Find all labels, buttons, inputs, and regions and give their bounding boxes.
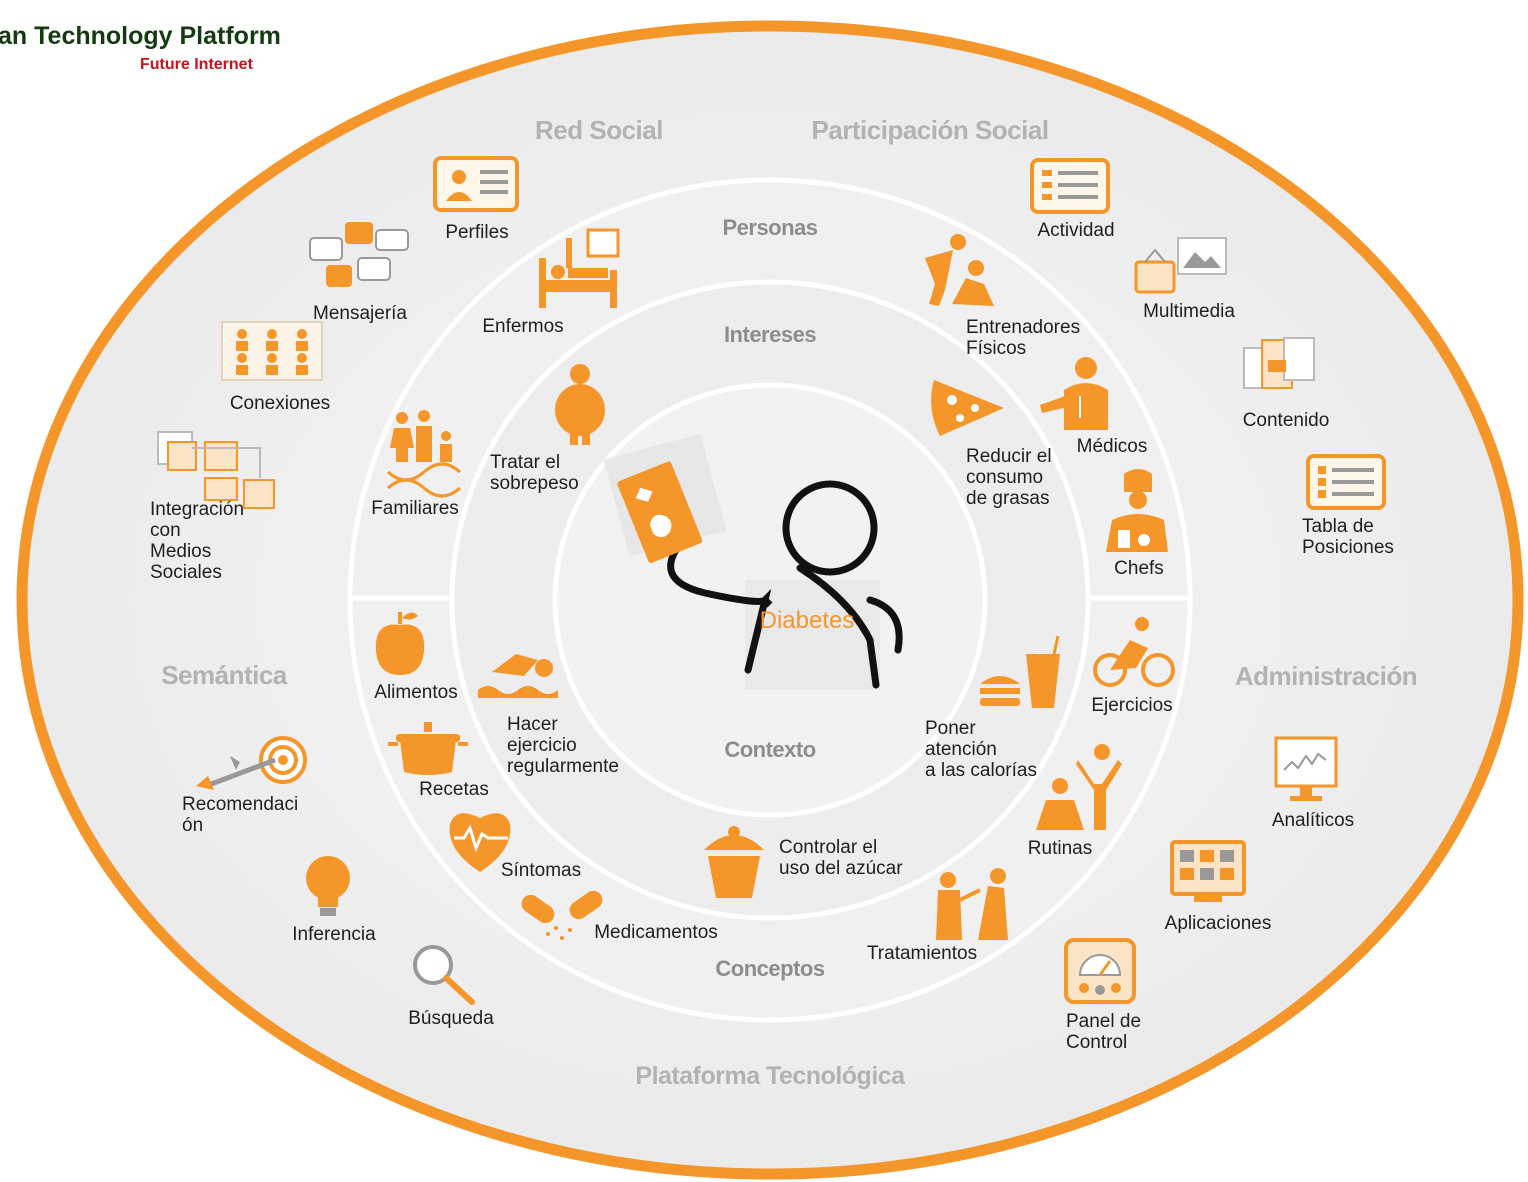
label-calorias-2: atención xyxy=(925,739,997,760)
yoga-figures-icon xyxy=(1036,744,1122,830)
burger-drink-icon xyxy=(980,635,1060,708)
leaderboard-icon xyxy=(1306,454,1386,510)
label-azucar-1: Controlar el xyxy=(779,837,877,858)
ring-label-conceptos: Conceptos xyxy=(715,956,824,981)
section-semantica: Semántica xyxy=(161,660,288,690)
label-rutinas: Rutinas xyxy=(1028,838,1092,859)
profile-card-icon xyxy=(433,156,519,212)
section-participacion-social: Participación Social xyxy=(811,115,1048,145)
label-sintomas: Síntomas xyxy=(501,860,581,881)
label-calorias-3: a las calorías xyxy=(925,760,1037,781)
label-medicamentos: Medicamentos xyxy=(594,922,718,943)
label-calorias-1: Poner xyxy=(925,718,976,739)
label-sobrepeso-2: sobrepeso xyxy=(490,473,579,494)
apps-screen-icon xyxy=(1170,840,1246,902)
magnifier-icon xyxy=(413,945,475,1005)
family-dna-icon xyxy=(387,410,461,498)
target-dart-icon xyxy=(196,736,307,790)
label-busqueda: Búsqueda xyxy=(408,1008,494,1029)
label-ejercicio-1: Hacer xyxy=(507,714,558,735)
label-grasas-2: consumo xyxy=(966,467,1043,488)
activity-list-icon xyxy=(1030,158,1110,214)
label-integracion-2: con xyxy=(150,520,181,541)
label-integracion-3: Medios xyxy=(150,541,211,562)
cooking-pot-icon xyxy=(388,722,468,775)
section-plataforma: Plataforma Tecnológica xyxy=(635,1062,906,1090)
label-recomendacion-2: ón xyxy=(182,815,203,836)
platform-subtitle: Future Internet xyxy=(140,56,254,73)
overweight-person-icon xyxy=(555,364,605,445)
ring-label-contexto: Contexto xyxy=(724,737,815,762)
label-integracion-4: Sociales xyxy=(150,562,222,583)
label-enfermos: Enfermos xyxy=(482,316,563,337)
pizza-slice-icon xyxy=(931,380,1004,436)
multimedia-icon xyxy=(1134,237,1227,294)
lightbulb-icon xyxy=(306,856,350,916)
label-panel-1: Panel de xyxy=(1066,1011,1141,1032)
platform-title: an Technology Platform xyxy=(0,22,281,50)
label-ejercicio-2: ejercicio xyxy=(507,735,577,756)
label-perfiles: Perfiles xyxy=(445,222,508,243)
ring-label-personas: Personas xyxy=(722,215,817,240)
dashboard-gauge-icon xyxy=(1064,938,1136,1004)
swimmer-icon xyxy=(478,654,558,698)
label-sobrepeso-1: Tratar el xyxy=(490,452,560,473)
label-recetas: Recetas xyxy=(419,779,489,800)
label-contenido: Contenido xyxy=(1243,410,1330,431)
nurse-treatment-icon xyxy=(936,868,1008,940)
diabetes-card-icon xyxy=(617,461,703,563)
label-familiares: Familiares xyxy=(371,498,459,519)
label-integracion-1: Integración xyxy=(150,499,244,520)
label-panel-2: Control xyxy=(1066,1032,1127,1053)
chat-bubbles-icon xyxy=(309,222,409,287)
label-alimentos: Alimentos xyxy=(374,682,457,703)
label-ejercicios: Ejercicios xyxy=(1091,695,1172,716)
analytics-monitor-icon xyxy=(1274,736,1338,801)
label-tabla-1: Tabla de xyxy=(1302,516,1374,537)
label-grasas-1: Reducir el xyxy=(966,446,1052,467)
label-conexiones: Conexiones xyxy=(230,393,330,414)
cupcake-icon xyxy=(704,826,764,898)
label-tabla-2: Posiciones xyxy=(1302,537,1394,558)
label-aplicaciones: Aplicaciones xyxy=(1165,913,1272,934)
label-analiticos: Analíticos xyxy=(1272,810,1354,831)
label-chefs: Chefs xyxy=(1114,558,1164,579)
center-person-figure xyxy=(603,433,903,690)
label-multimedia: Multimedia xyxy=(1143,301,1235,322)
label-tratamientos: Tratamientos xyxy=(867,943,977,964)
label-grasas-3: de grasas xyxy=(966,488,1049,509)
chef-icon xyxy=(1106,469,1168,552)
section-administracion: Administración xyxy=(1235,661,1417,691)
people-network-icon xyxy=(221,321,323,381)
section-red-social: Red Social xyxy=(535,115,663,145)
label-mensajeria: Mensajería xyxy=(313,303,407,324)
apple-icon xyxy=(375,612,425,675)
social-media-icon xyxy=(157,431,275,509)
doctor-icon xyxy=(1040,357,1108,430)
label-ejercicio-3: regularmente xyxy=(507,756,619,777)
label-entrenadores-2: Físicos xyxy=(966,338,1026,359)
heart-pulse-icon xyxy=(449,813,511,872)
label-recomendacion-1: Recomendaci xyxy=(182,794,298,815)
pills-icon xyxy=(521,890,603,940)
hospital-bed-icon xyxy=(539,228,620,308)
cyclist-icon xyxy=(1093,617,1175,687)
label-azucar-2: uso del azúcar xyxy=(779,858,903,879)
ring-label-intereses: Intereses xyxy=(724,322,816,347)
label-entrenadores-1: Entrenadores xyxy=(966,317,1080,338)
label-medicos: Médicos xyxy=(1077,436,1148,457)
center-label: Diabetes xyxy=(760,607,855,634)
label-inferencia: Inferencia xyxy=(292,924,376,945)
trainer-figures-icon xyxy=(925,234,994,306)
content-documents-icon xyxy=(1243,337,1315,389)
label-actividad: Actividad xyxy=(1037,220,1114,241)
